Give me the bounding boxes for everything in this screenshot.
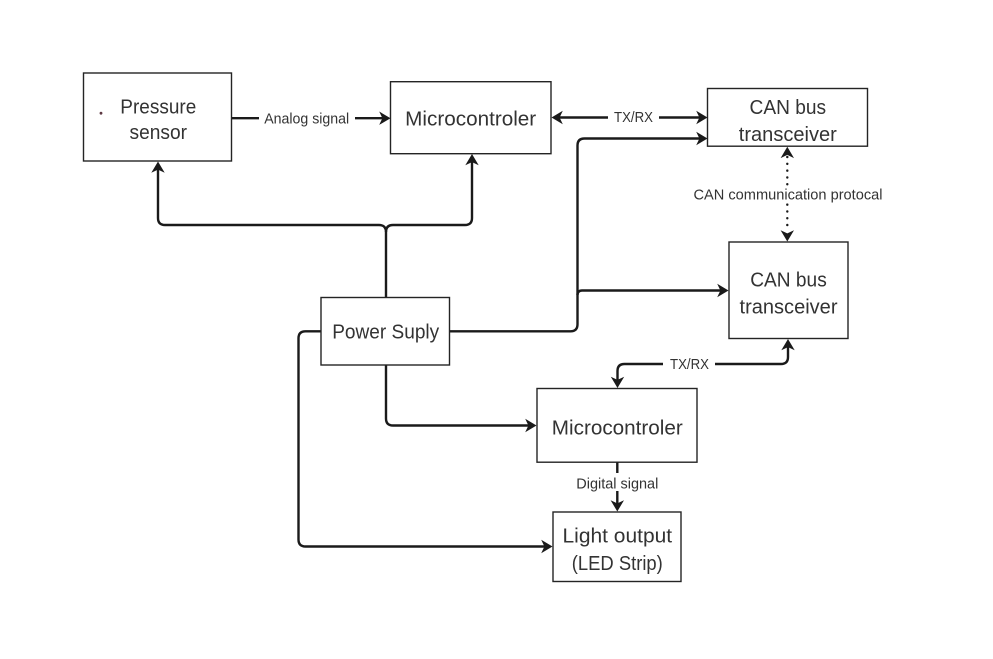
svg-text:Analog signal: Analog signal — [264, 111, 349, 128]
svg-text:CAN bus: CAN bus — [750, 270, 827, 292]
svg-text:(LED Strip): (LED Strip) — [572, 553, 663, 575]
svg-text:Microcontroler: Microcontroler — [405, 108, 536, 130]
svg-text:transceiver: transceiver — [739, 124, 837, 146]
svg-text:transceiver: transceiver — [740, 297, 838, 319]
svg-text:TX/RX: TX/RX — [614, 109, 653, 126]
svg-text:Power Suply: Power Suply — [332, 322, 439, 344]
svg-text:sensor: sensor — [130, 122, 188, 144]
svg-text:CAN communication protocal: CAN communication protocal — [694, 187, 883, 204]
svg-text:Light output: Light output — [563, 526, 673, 548]
svg-text:Pressure: Pressure — [120, 97, 196, 119]
svg-text:CAN bus: CAN bus — [750, 97, 827, 119]
svg-text:Microcontroler: Microcontroler — [552, 418, 683, 440]
svg-text:TX/RX: TX/RX — [670, 356, 709, 373]
svg-text:Digital signal: Digital signal — [576, 475, 658, 492]
